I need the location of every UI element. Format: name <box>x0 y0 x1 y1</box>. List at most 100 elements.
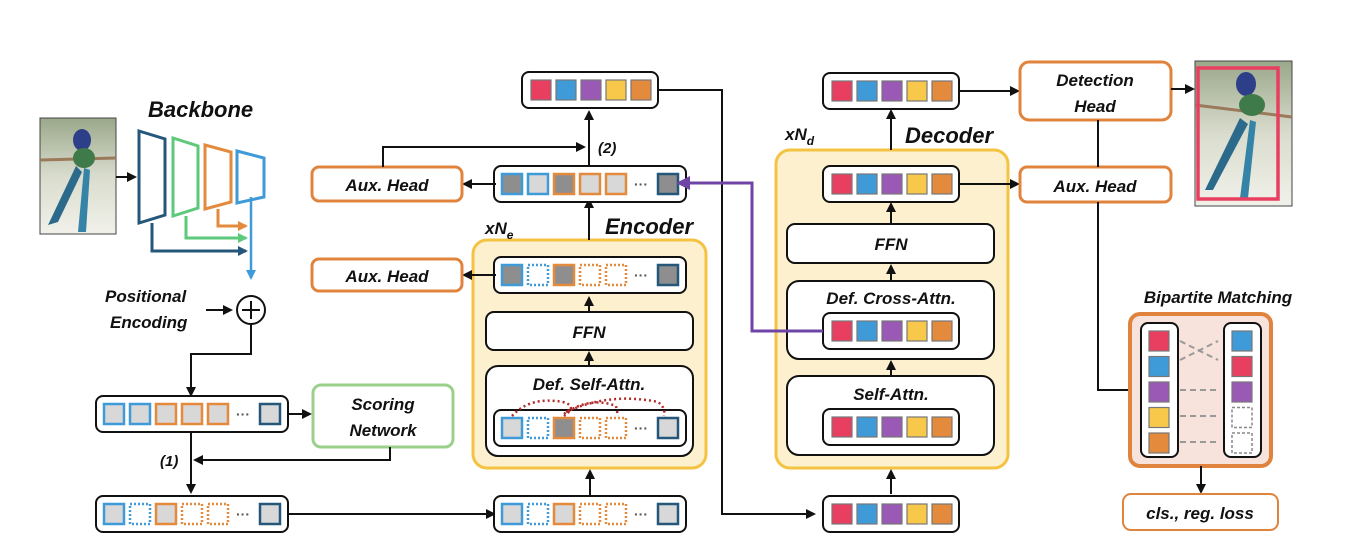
sum-to-tokens-arrow <box>186 324 252 397</box>
query-token-orange <box>630 79 652 101</box>
match-token-red <box>1231 355 1253 378</box>
feature-token <box>578 172 602 196</box>
token-row-sparse-input: ··· <box>95 495 289 533</box>
feature-token <box>206 402 230 426</box>
match-token-orange <box>1148 432 1170 454</box>
token-row-decoder-input <box>822 495 960 533</box>
encoder-aux-head-outer-label: Aux. Head <box>344 176 429 195</box>
bounding-box <box>1196 66 1280 201</box>
aux-to-selection-arrow <box>382 142 586 167</box>
token-row-decoder-output <box>822 72 960 110</box>
query-token-blue <box>555 79 577 101</box>
query-token-blue <box>856 173 878 195</box>
pruned-token <box>578 263 602 287</box>
feature-token <box>604 172 628 196</box>
ellipsis: ··· <box>236 406 250 422</box>
heads-to-matching-arrow <box>1097 202 1138 395</box>
scoring-to-selection-arrow <box>193 447 391 465</box>
empty-slot <box>1231 432 1253 454</box>
cross-attn-to-encoder-arrow <box>676 176 823 333</box>
token-row-encoder-layer-output: ··· <box>493 256 687 294</box>
query-token-orange <box>931 173 953 195</box>
decoder-cross-attn-label: Def. Cross-Attn. <box>826 289 955 308</box>
match-token-purple <box>1231 381 1253 403</box>
backbone-label: Backbone <box>148 97 253 122</box>
query-token-yellow <box>906 173 928 195</box>
query-token-purple <box>580 79 602 101</box>
feature-token <box>656 416 680 440</box>
query-token-purple <box>881 173 903 195</box>
query-token-yellow <box>906 416 928 438</box>
encoder-aux-head-inner <box>310 257 464 293</box>
positional-encoding-label-2: Encoding <box>110 313 188 332</box>
feature-token <box>102 402 126 426</box>
feature-token <box>154 402 178 426</box>
pruned-token <box>180 502 204 526</box>
detection-head-box <box>1018 60 1173 122</box>
token-row-self-attn: ··· <box>493 409 687 447</box>
positional-encoding-label-1: Positional <box>105 287 188 306</box>
pruned-token <box>604 502 628 526</box>
match-token-blue <box>1148 355 1170 378</box>
decoder-repeat-label: xNd <box>784 125 815 148</box>
loss-box <box>1122 493 1279 531</box>
pruned-token <box>206 502 230 526</box>
bipartite-matching-label: Bipartite Matching <box>1144 288 1293 307</box>
query-token-orange <box>931 80 953 102</box>
step1-label: (1) <box>160 453 178 470</box>
empty-slot <box>1231 406 1253 429</box>
feature-token <box>500 416 524 440</box>
pruned-token <box>604 416 628 440</box>
query-token-red <box>530 79 552 101</box>
feature-token <box>128 402 152 426</box>
encoder-aux-head-inner-label: Aux. Head <box>344 267 429 286</box>
matching-ground-truth <box>1231 330 1253 454</box>
query-token-orange <box>931 503 953 525</box>
feature-token <box>102 502 126 526</box>
backbone <box>137 128 266 280</box>
query-token-red <box>831 173 853 195</box>
feature-token <box>500 263 524 287</box>
feature-token <box>552 263 576 287</box>
decoder-aux-head <box>1018 165 1173 204</box>
query-token-blue <box>856 320 878 342</box>
query-token-red <box>831 503 853 525</box>
token-row-encoder-input: ··· <box>493 495 687 533</box>
output-image <box>1194 60 1293 207</box>
query-token-yellow <box>906 320 928 342</box>
query-token-yellow <box>906 503 928 525</box>
query-token-purple <box>881 503 903 525</box>
pruned-token <box>526 263 550 287</box>
scoring-network-label-2: Network <box>349 421 418 440</box>
loss-label: cls., reg. loss <box>1146 504 1254 523</box>
token-row-decoder-cross-attn <box>822 312 960 350</box>
token-row-decoder-self-attn <box>822 408 960 446</box>
query-token-blue <box>856 80 878 102</box>
add-icon <box>236 295 266 325</box>
feature-token <box>552 416 576 440</box>
feature-token <box>500 502 524 526</box>
feature-token <box>500 172 524 196</box>
token-row-selected-queries <box>521 71 659 109</box>
decoder-aux-head-label: Aux. Head <box>1052 177 1137 196</box>
match-token-purple <box>1148 381 1170 403</box>
feature-token <box>656 263 680 287</box>
query-token-purple <box>881 80 903 102</box>
match-token-red <box>1148 330 1170 352</box>
encoder-ffn-label: FFN <box>572 323 606 342</box>
query-token-red <box>831 80 853 102</box>
feature-token <box>258 402 282 426</box>
decoder-label: Decoder <box>905 123 994 148</box>
query-token-yellow <box>605 79 627 101</box>
matching-predictions <box>1148 330 1170 454</box>
encoder-repeat-label: xNe <box>484 219 514 242</box>
token-row-decoder-layer-output <box>822 165 960 203</box>
query-token-purple <box>881 416 903 438</box>
query-token-yellow <box>906 80 928 102</box>
pruned-token <box>578 502 602 526</box>
match-token-blue <box>1231 330 1253 352</box>
feature-token <box>656 502 680 526</box>
queries-to-decoder-arrow <box>658 89 816 519</box>
step2-label: (2) <box>598 140 616 157</box>
